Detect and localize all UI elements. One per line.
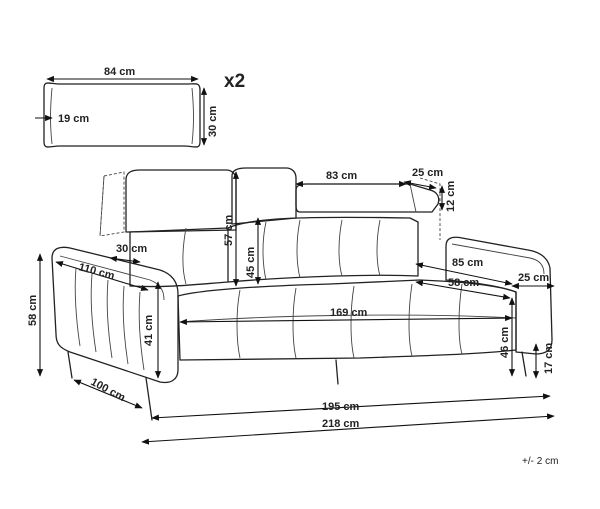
seat-width-dimension: 169 cm	[179, 307, 513, 325]
tolerance-label: +/- 2 cm	[522, 456, 558, 467]
leg-height-dimension: 17 cm	[532, 343, 555, 379]
headrest-height-label: 12 cm	[445, 181, 457, 212]
quantity-label: x2	[224, 71, 245, 92]
side-depth-label: 110 cm	[77, 261, 116, 282]
total-height-dimension: 58 cm	[27, 253, 44, 377]
headrest-width-label: 83 cm	[326, 170, 357, 182]
backrest-height-label: 57 cm	[223, 215, 235, 246]
back-cushion-depth-dimension: 30 cm	[109, 243, 147, 265]
pillow-height-label: 30 cm	[207, 106, 219, 137]
pillow-width-label: 84 cm	[104, 66, 135, 78]
pillow-depth-label: 19 cm	[58, 113, 89, 125]
seat-width-label: 169 cm	[330, 307, 368, 319]
armrest-height-label: 41 cm	[143, 315, 155, 346]
pillow-width-dimension: 84 cm	[46, 66, 199, 83]
headrest-depth-label: 25 cm	[412, 167, 443, 179]
headrest-width-dimension: 83 cm	[295, 170, 407, 188]
backrest-inner-height-dimension: 45 cm	[245, 217, 262, 285]
total-width-label: 218 cm	[322, 418, 360, 430]
seat-height-label: 46 cm	[499, 327, 511, 358]
armrest-height-dimension: 41 cm	[143, 281, 162, 379]
seat-height-dimension: 46 cm	[499, 297, 516, 377]
seat-depth-label: 58 cm	[448, 277, 479, 289]
armrest-depth-label: 85 cm	[452, 257, 483, 269]
backrest-inner-height-label: 45 cm	[245, 247, 257, 278]
headrest-depth-dimension: 25 cm	[403, 167, 443, 190]
sofa-drawing	[51, 167, 553, 421]
armrest-width-dimension: 25 cm	[511, 272, 555, 290]
backrest-height-dimension: 57 cm	[223, 171, 240, 287]
seat-depth-dimension: 58 cm	[415, 277, 511, 300]
back-cushion-depth-label: 30 cm	[116, 243, 147, 255]
leg-height-label: 17 cm	[543, 343, 555, 374]
total-height-label: 58 cm	[27, 295, 39, 326]
headrest-height-dimension: 12 cm	[438, 181, 457, 212]
total-depth-dimension: 100 cm	[73, 376, 143, 409]
armrest-width-label: 25 cm	[518, 272, 549, 284]
total-depth-label: 100 cm	[89, 376, 128, 404]
inner-width-dimension: 195 cm	[151, 393, 551, 421]
pillow-height-dimension: 30 cm	[200, 87, 219, 146]
inner-width-label: 195 cm	[322, 401, 360, 413]
total-width-dimension: 218 cm	[141, 413, 555, 445]
pillow-depth-dimension: 19 cm	[35, 113, 89, 125]
